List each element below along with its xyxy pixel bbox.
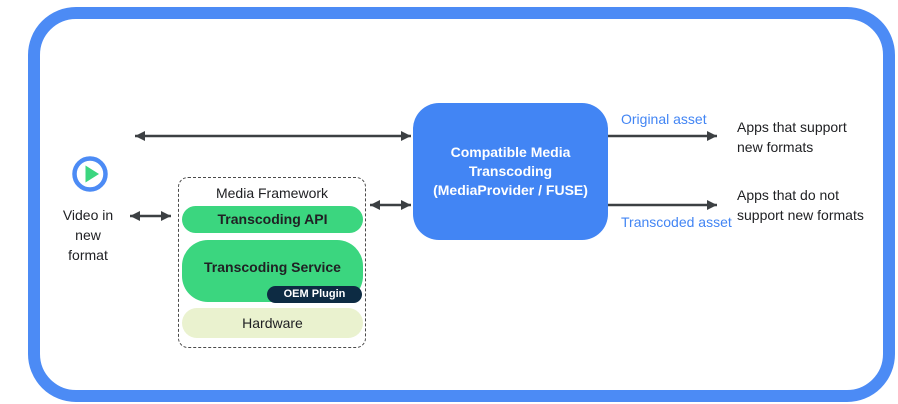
- apps-no-support-line: Apps that do not: [737, 187, 839, 203]
- transcoder-line: Compatible Media: [450, 144, 571, 160]
- media-framework-title: Media Framework: [215, 185, 329, 201]
- video-source-line: new: [75, 227, 101, 243]
- video-source-line: format: [68, 247, 108, 263]
- play-icon: [70, 154, 110, 194]
- transcoding-service-label: Transcoding Service: [204, 259, 341, 275]
- transcoding-api-pill: Transcoding API: [182, 206, 363, 233]
- oem-plugin-pill: OEM Plugin: [267, 286, 362, 303]
- apps-no-support-line: support new formats: [737, 207, 864, 223]
- transcoded-asset-label: Transcoded asset: [621, 214, 732, 230]
- transcoding-service-pill: Transcoding Service OEM Plugin: [182, 240, 363, 303]
- apps-no-support-label: Apps that do not support new formats: [737, 185, 864, 225]
- diagram-border: [28, 7, 895, 402]
- media-framework-box: Media Framework Transcoding API Transcod…: [178, 177, 366, 348]
- compatible-media-transcoding-box: Compatible Media Transcoding (MediaProvi…: [413, 103, 608, 240]
- transcoder-line: Transcoding: [468, 163, 553, 179]
- hardware-pill: Hardware: [182, 308, 363, 338]
- original-asset-label: Original asset: [621, 111, 707, 127]
- video-source-label: Video in new format: [56, 205, 120, 265]
- video-source-line: Video in: [62, 207, 114, 223]
- apps-support-label: Apps that support new formats: [737, 117, 847, 157]
- apps-support-line: Apps that support: [737, 119, 847, 135]
- apps-support-line: new formats: [737, 139, 814, 155]
- transcoder-line: (MediaProvider / FUSE): [433, 182, 588, 198]
